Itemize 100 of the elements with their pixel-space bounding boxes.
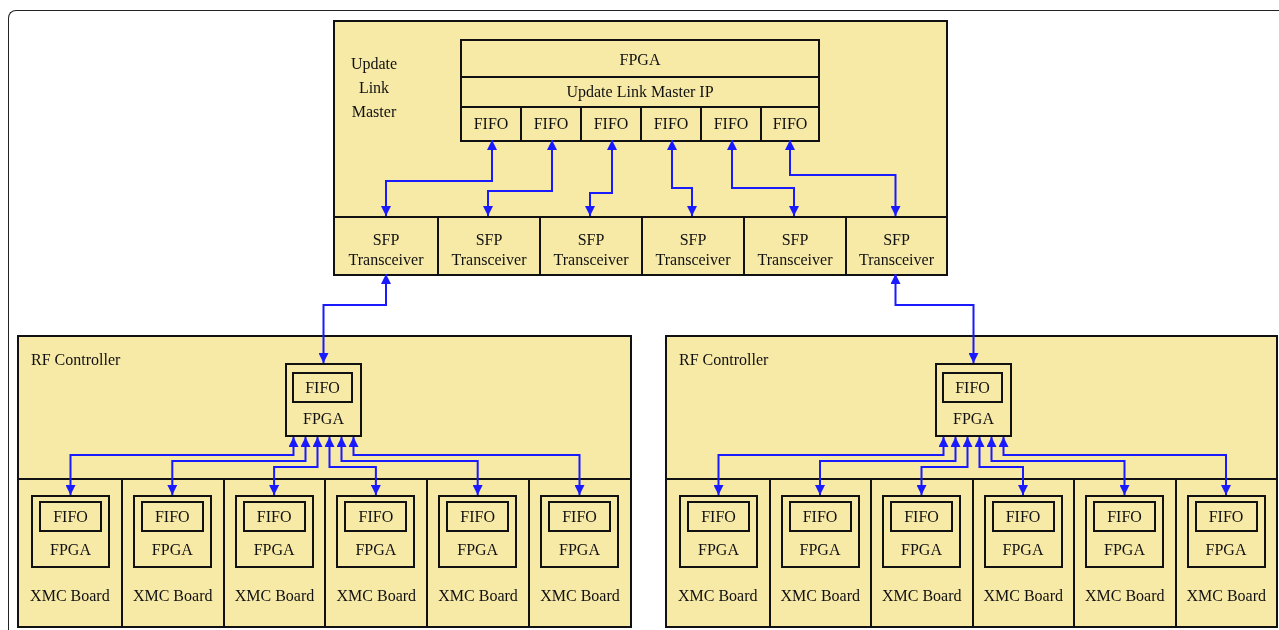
transceiver-cell [641,216,743,274]
block-label: XMC Board [336,586,417,606]
board-slot [1073,478,1175,626]
bidirectional-arrow [336,436,483,496]
bidirectional-arrow [727,139,799,217]
block-label: XMC Board [1186,586,1267,606]
fifo-box [292,372,353,403]
fpga-box [132,495,212,568]
fifo-box [344,501,408,532]
bidirectional-arrow [348,436,585,496]
bidirectional-arrow [998,436,1231,496]
block-label: XMC Board [677,586,758,606]
module-box [333,20,948,276]
board-slot [1174,478,1276,626]
block-label: Update Link Master IP [566,82,714,102]
transceiver-cell [539,216,641,274]
bidirectional-arrow [916,436,973,496]
fifo-box [446,501,510,532]
fifo-box [687,501,750,532]
block-label: SFP Transceiver [756,230,834,270]
block-label: FIFO [305,377,340,398]
bidirectional-arrow [585,139,617,217]
ip-core-row [462,76,818,108]
bidirectional-arrow [483,139,557,217]
block-label: FIFO [701,506,736,527]
fifo-box [942,372,1003,403]
fpga-box [438,495,518,568]
block-label: XMC Board [1084,586,1165,606]
block-label: FPGA [151,540,193,560]
block-label: FIFO [154,506,190,527]
block-label: XMC Board [780,586,861,606]
block-label: FPGA [1104,540,1145,560]
controller-box [17,335,632,628]
block-label: XMC Board [983,586,1064,606]
board-slot [971,478,1073,626]
block-label: FIFO [358,506,394,527]
bidirectional-arrow [713,436,949,496]
block-label: SFP Transceiver [552,230,630,270]
block-label: FIFO [1107,506,1142,527]
block-label: XMC Board [540,586,620,606]
fifo-box [890,501,953,532]
block-label: FIFO [772,114,808,134]
block-label: FPGA [953,409,994,429]
block-label: RF Controller [679,350,769,370]
block-label: FIFO [533,114,569,134]
block-label: FIFO [713,114,749,134]
block-label: FIFO [1208,506,1244,527]
board-slot [120,478,223,626]
fpga-block [460,39,820,142]
block-label: FPGA [901,540,942,560]
transceiver-cell [845,216,946,274]
bidirectional-arrow [65,436,299,496]
block-label: XMC Board [30,586,110,606]
transceiver-cell [743,216,845,274]
fifo-box [1093,501,1156,532]
block-label: XMC Board [438,586,518,606]
fpga-box [336,495,416,568]
block-label: SFP Transceiver [858,230,935,270]
fifo-box [548,501,611,532]
fpga-box [31,495,110,568]
fifo-box [39,501,102,532]
block-label: FPGA [50,540,91,560]
transceiver-cell [437,216,539,274]
bidirectional-arrow [890,273,979,364]
board-slot [222,478,325,626]
block-label: FIFO [256,506,292,527]
block-label: FPGA [253,540,295,560]
fpga-box [679,495,758,568]
board-slot [768,478,870,626]
block-label: XMC Board [132,586,213,606]
block-label: FPGA [698,540,739,560]
fpga-box [1186,495,1266,568]
block-label: FPGA [799,540,841,560]
fpga-box [983,495,1063,568]
bidirectional-arrow [318,273,391,364]
block-label: FIFO [904,506,939,527]
bidirectional-arrow [815,436,961,496]
bidirectional-arrow [324,436,381,496]
block-label: FPGA [559,540,600,560]
block-label: FIFO [593,114,629,134]
fifo-box [140,501,204,532]
board-slot [870,478,972,626]
block-label: FPGA [355,540,397,560]
board-slot [324,478,427,626]
block-label: FIFO [562,506,597,527]
bidirectional-arrow [667,139,697,217]
fifo-box [242,501,306,532]
controller-box [665,335,1278,628]
block-label: RF Controller [31,350,121,370]
board-slot [528,478,630,626]
fpga-box [780,495,860,568]
block-label: FPGA [303,409,344,429]
block-label: FIFO [1005,506,1041,527]
block-label: FIFO [653,114,689,134]
fpga-box [285,363,362,437]
block-label: SFP Transceiver [450,230,528,270]
block-label: SFP Transceiver [654,230,732,270]
fpga-box [234,495,314,568]
block-label: FIFO [955,377,990,398]
fpga-box [882,495,961,568]
